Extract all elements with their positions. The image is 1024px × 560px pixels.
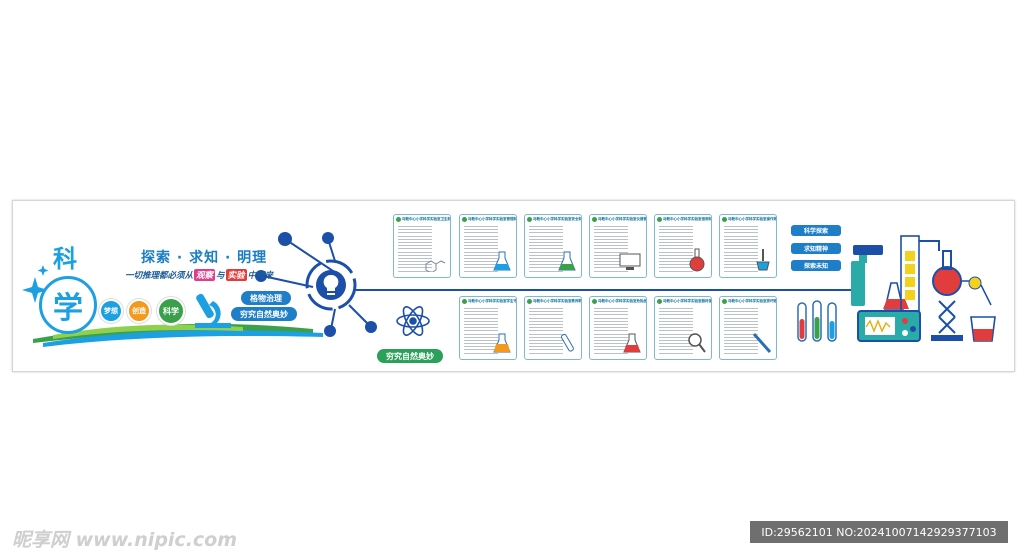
dot-science: 科学 [157, 297, 185, 325]
card-title: 马鞍中心小学科学实验室安全制度 [525, 215, 581, 224]
rule-card: 马鞍中心小学科学实验室操作规程 [719, 214, 777, 278]
dropper-icon [756, 249, 770, 271]
magnifier-icon [688, 333, 706, 353]
test-tubes-icon [797, 300, 837, 342]
rule-card: 马鞍中心小学科学实验室学生守则 [459, 296, 517, 360]
dot-create: 创造 [127, 299, 151, 323]
tag-explore-unknown: 探索未知 [791, 260, 841, 271]
sparkle-icon [22, 265, 49, 303]
rule-card: 马鞍中心小学科学实验室器材保管 [654, 296, 712, 360]
red-flask-icon [623, 333, 641, 353]
pill-explore-nature: 穷究自然奥妙 [231, 307, 297, 321]
highlight-observe: 观察 [194, 269, 216, 281]
card-title: 马鞍中心小学科学实验室仪器管理 [590, 215, 646, 224]
science-wall-banner: 科 学 探索 · 求知 · 明理 一切推理都必须从 观察 与 实验 中得来 梦想… [12, 200, 1015, 372]
rule-card: 马鞍中心小学科学实验室损坏赔偿 [719, 296, 777, 360]
network-diagram [255, 232, 377, 337]
lab-apparatus-icon [851, 235, 996, 342]
microscope-icon [195, 293, 231, 328]
atom-icon [396, 306, 430, 336]
card-title: 马鞍中心小学科学实验室学生守则 [460, 297, 516, 306]
pill-gewu: 格物治理 [241, 291, 291, 305]
card-title: 马鞍中心小学科学实验室器材保管 [655, 297, 711, 306]
main-slogan: 探索 · 求知 · 明理 [141, 250, 268, 266]
test-tube-icon [560, 333, 574, 352]
sub-slogan-mid: 与 [216, 271, 225, 281]
sub-slogan-post: 中得来 [247, 271, 274, 281]
molecule-icon [425, 260, 446, 272]
rule-card: 马鞍中心小学科学实验室安全制度 [524, 214, 582, 278]
flask-icon [493, 251, 511, 271]
card-title: 马鞍中心小学科学实验室危险品管理 [590, 297, 646, 306]
rule-card: 马鞍中心小学科学实验室管理制度 [459, 214, 517, 278]
rule-card: 马鞍中心小学科学实验室仪器管理 [589, 214, 647, 278]
pipette-icon [752, 333, 772, 353]
card-title: 马鞍中心小学科学实验室卫生制度 [394, 215, 450, 224]
sub-slogan: 一切推理都必须从 观察 与 实验 中得来 [125, 269, 273, 281]
sub-slogan-pre: 一切推理都必须从 [125, 271, 194, 281]
watermark-logo: 昵享网 www.nipic.com [12, 529, 238, 551]
title-char-ke: 科 [53, 245, 77, 273]
card-title: 马鞍中心小学科学实验室教师职责 [525, 297, 581, 306]
rule-card: 马鞍中心小学科学实验室危险品管理 [589, 296, 647, 360]
watermark-id: ID:29562101 NO:20241007142929377103 [750, 521, 1008, 543]
microscope-monitor-icon [619, 253, 641, 270]
tag-science-explore: 科学探索 [791, 225, 841, 236]
round-flask-icon [689, 248, 705, 272]
blue-wave [43, 330, 323, 347]
banner-artwork [22, 232, 996, 347]
pill-explore-nature-center: 穷究自然奥妙 [377, 349, 443, 363]
card-title: 马鞍中心小学科学实验室操作规程 [720, 215, 776, 224]
conical-flask-icon [558, 251, 576, 271]
highlight-experiment: 实验 [225, 269, 247, 281]
tag-knowledge-spirit: 求知精神 [791, 243, 841, 254]
lightbulb-icon [323, 274, 339, 295]
rule-card: 马鞍中心小学科学实验室借用制度 [654, 214, 712, 278]
dot-dream: 梦想 [99, 299, 123, 323]
card-title: 马鞍中心小学科学实验室损坏赔偿 [720, 297, 776, 306]
orange-flask-icon [493, 333, 511, 353]
rule-card: 马鞍中心小学科学实验室卫生制度 [393, 214, 451, 278]
card-title: 马鞍中心小学科学实验室管理制度 [460, 215, 516, 224]
card-title: 马鞍中心小学科学实验室借用制度 [655, 215, 711, 224]
title-char-xue: 学 [39, 276, 97, 334]
rule-card: 马鞍中心小学科学实验室教师职责 [524, 296, 582, 360]
